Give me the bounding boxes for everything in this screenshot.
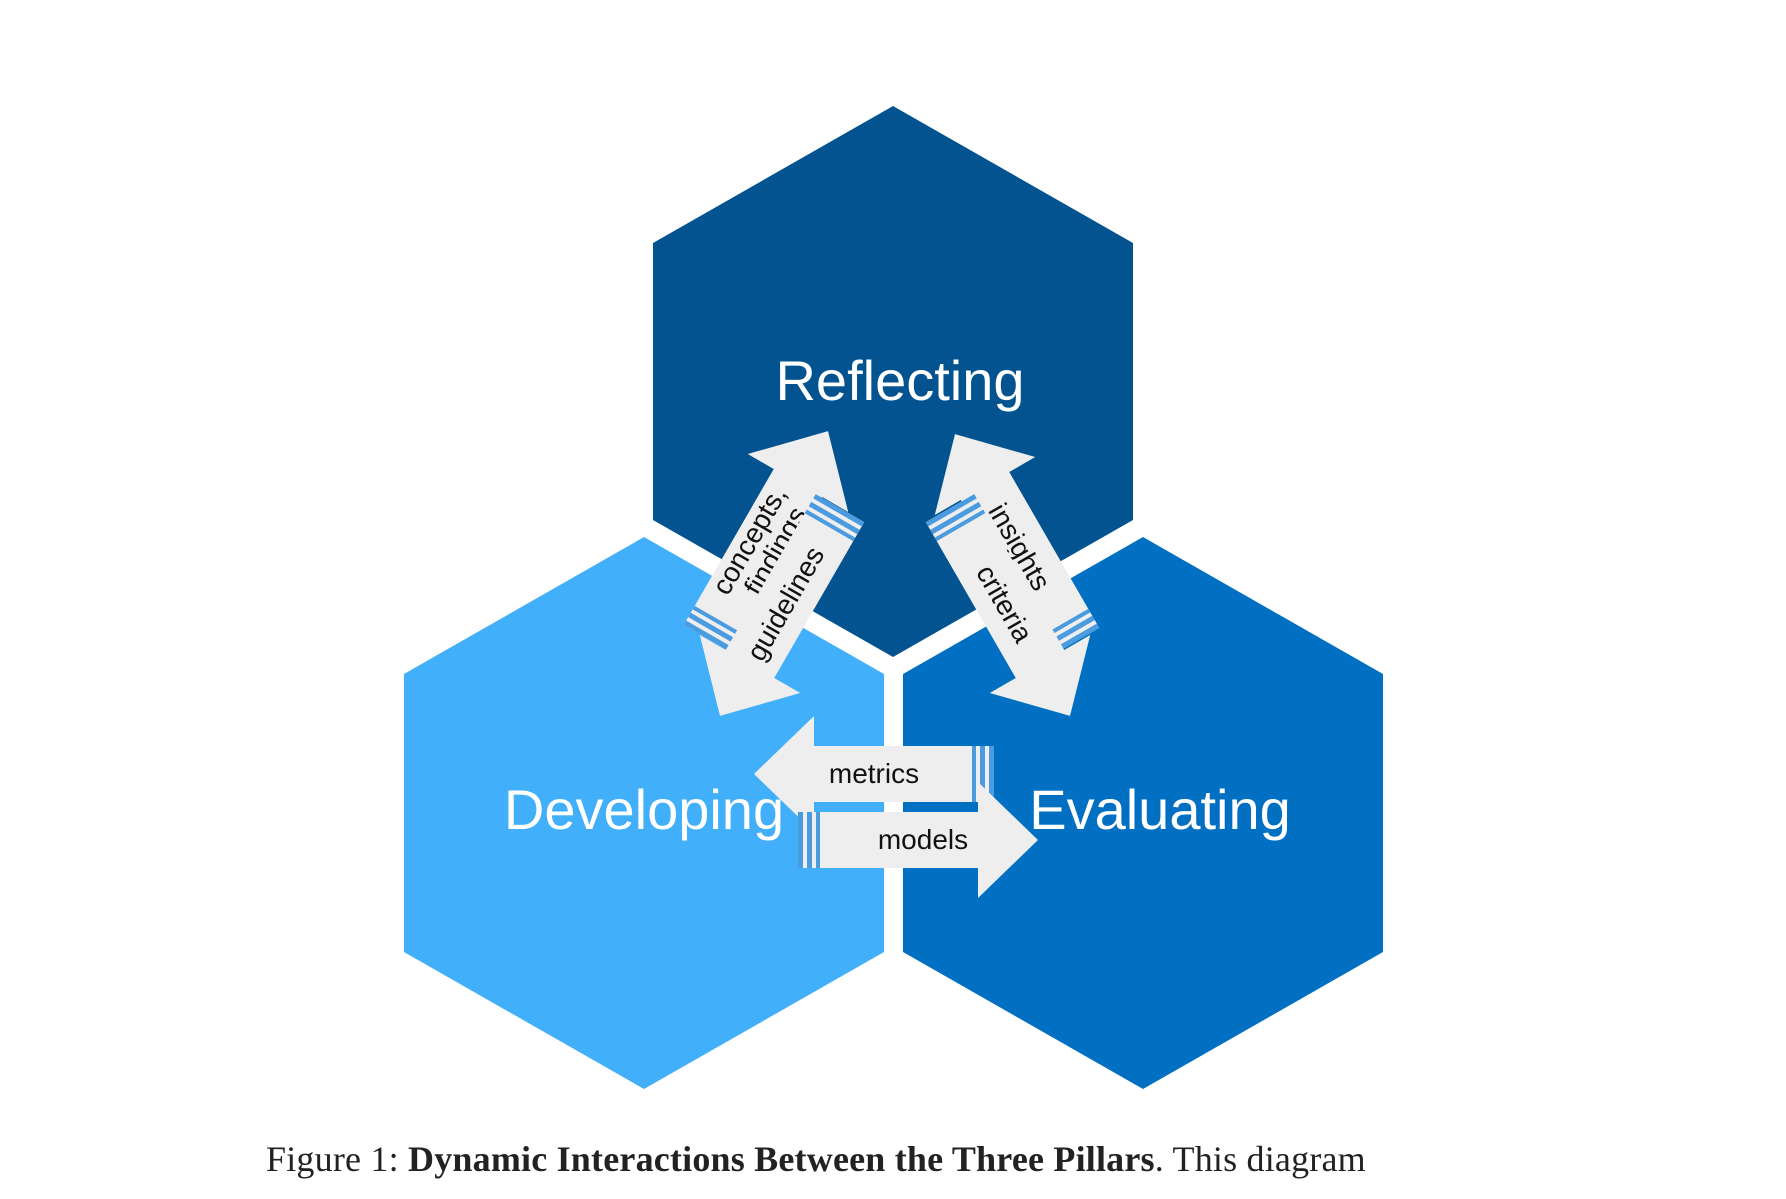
metrics-label: metrics (829, 758, 919, 789)
caption-prefix: Figure 1: (266, 1139, 408, 1179)
evaluating-label: Evaluating (1029, 778, 1291, 841)
figure-caption: Figure 1: Dynamic Interactions Between t… (266, 1138, 1526, 1180)
reflecting-label: Reflecting (775, 349, 1024, 412)
caption-title: Dynamic Interactions Between the Three P… (408, 1139, 1155, 1179)
developing-label: Developing (504, 778, 784, 841)
models-label: models (878, 824, 968, 855)
caption-rest: . This diagram (1154, 1139, 1366, 1179)
